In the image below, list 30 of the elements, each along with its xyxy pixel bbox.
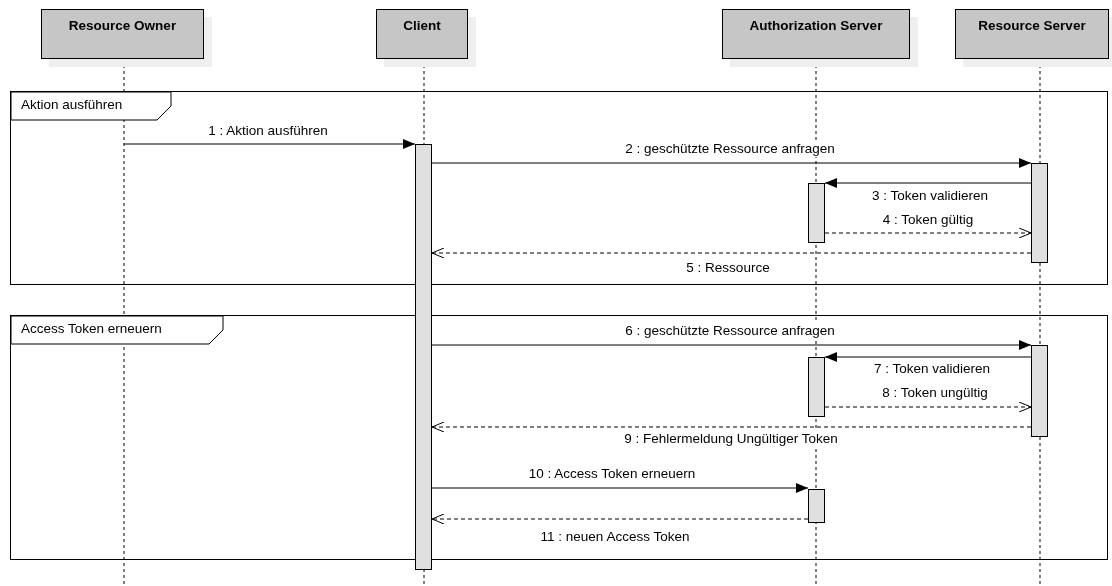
message-label: 6 : geschützte Ressource anfragen (623, 323, 837, 339)
message-label: 2 : geschützte Ressource anfragen (623, 141, 837, 157)
participant-name: Resource Owner (67, 18, 178, 33)
return-message-arrow (431, 421, 1032, 433)
fragment-label: Aktion ausführen (21, 97, 123, 112)
activation-bar (808, 357, 825, 417)
participant-name: Resource Server (977, 18, 1087, 33)
activation-bar (1031, 345, 1048, 437)
combined-fragment-frame (10, 315, 1108, 560)
message-arrow (123, 139, 416, 149)
return-message-arrow (431, 247, 1032, 259)
message-label: 4 : Token gültig (880, 212, 976, 228)
message-arrow (431, 340, 1032, 350)
return-message-arrow (824, 227, 1032, 239)
combined-fragment-frame (10, 91, 1108, 285)
participant-name: Authorization Server (748, 18, 884, 33)
message-arrow (431, 158, 1032, 168)
message-arrow (824, 352, 1032, 362)
activation-bar (808, 183, 825, 243)
fragment-label: Access Token erneuern (21, 321, 162, 336)
message-arrow (824, 178, 1032, 188)
activation-bar (808, 489, 825, 523)
message-label: 9 : Fehlermeldung Ungültiger Token (622, 431, 840, 447)
activation-bar (1031, 163, 1048, 263)
return-message-arrow (824, 401, 1032, 413)
participant-name: Client (402, 18, 442, 33)
return-message-arrow (431, 513, 809, 525)
message-arrow (431, 483, 809, 493)
activation-bar (415, 144, 432, 570)
message-label: 8 : Token ungültig (880, 385, 990, 401)
